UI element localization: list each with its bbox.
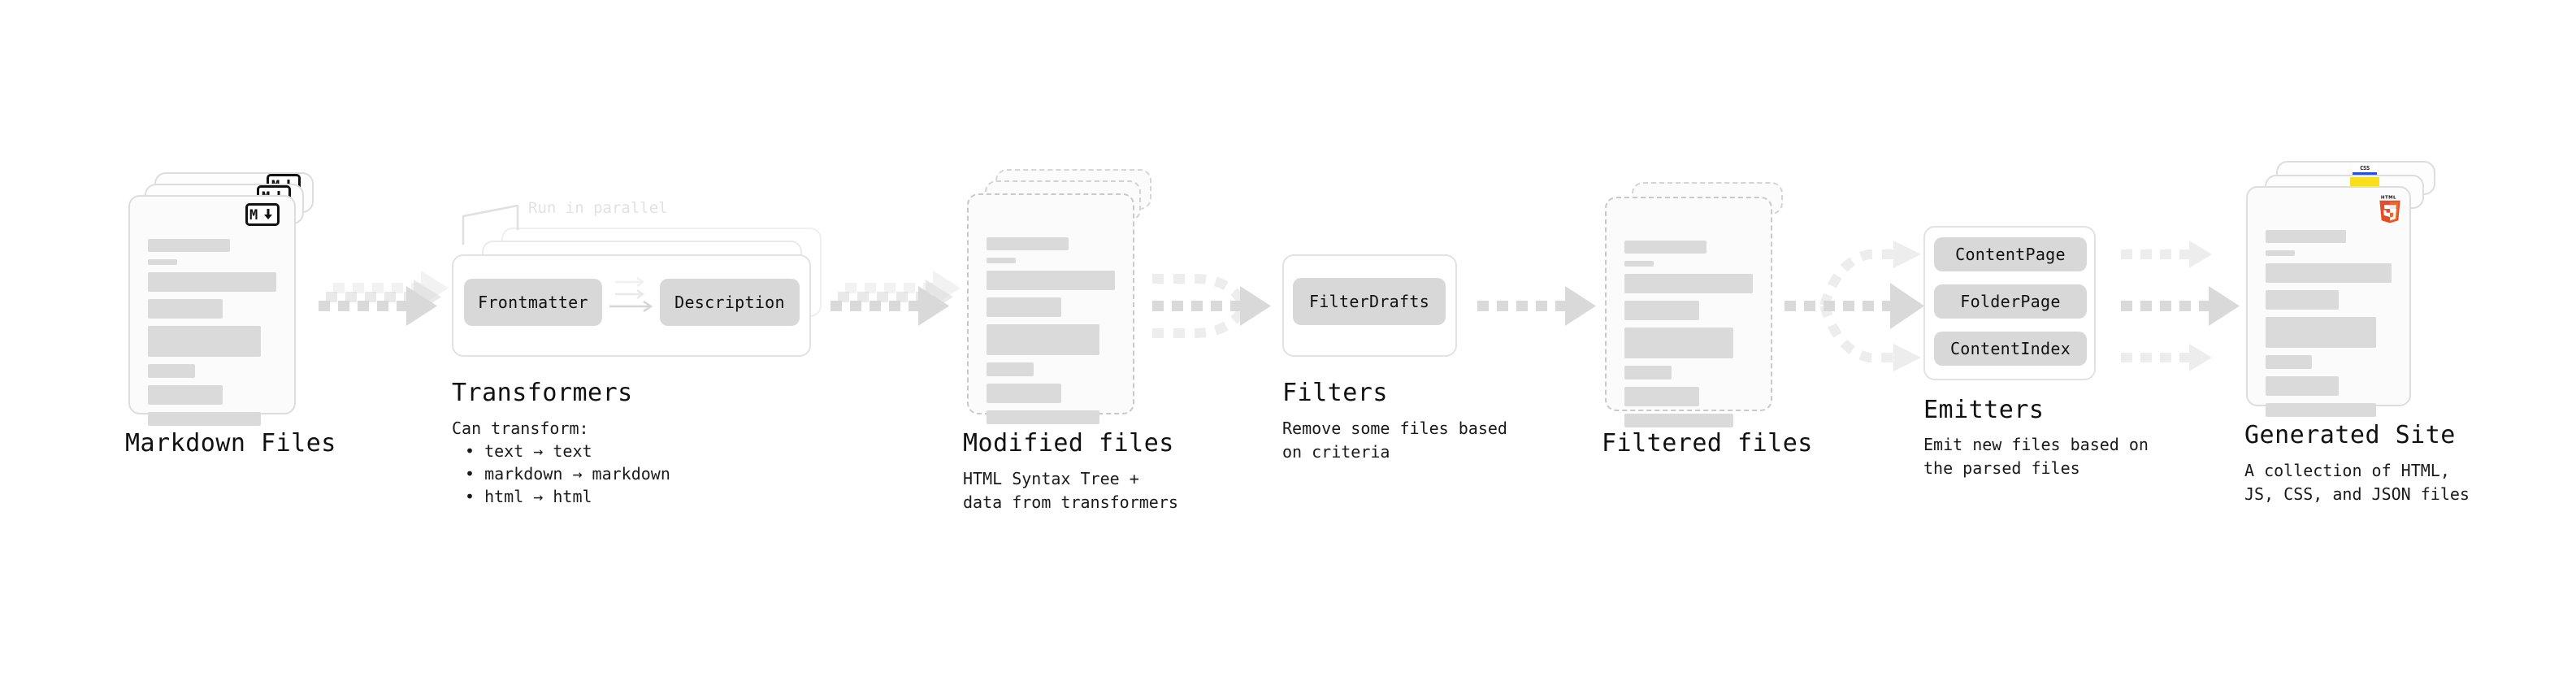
stage-subtitle-modified-files: HTML Syntax Tree + data from transformer… [963, 469, 1178, 512]
transformer-bullet-text: markdown → markdown [484, 464, 670, 484]
html5-icon: HTML [2379, 195, 2400, 223]
arrow-filters-to-filtered [1477, 286, 1596, 326]
content-bar [148, 385, 223, 405]
svg-text:M: M [249, 207, 258, 223]
arrow-emitters-to-site [2121, 241, 2240, 371]
stage-subtitle-filters: Remove some files based on criteria [1282, 419, 1507, 462]
css-badge-label: CSS [2360, 165, 2370, 171]
content-bar [987, 362, 1034, 376]
content-bar [1624, 241, 1707, 254]
content-bar [987, 384, 1061, 403]
content-bar [2266, 317, 2377, 348]
content-bar [148, 272, 276, 292]
transformer-bullet-2: • html → html [465, 487, 592, 506]
content-bar [2266, 290, 2339, 310]
content-bar [987, 237, 1069, 250]
emitter-chip-contentpage[interactable]: ContentPage [1934, 237, 2087, 271]
content-bar [148, 299, 223, 319]
arrow-modified-to-filters [1152, 274, 1271, 338]
transformer-bullet-text: text → text [484, 441, 592, 461]
stage-title-filtered-files: Filtered files [1602, 429, 1813, 458]
arrow-markdown-to-transformers [319, 271, 449, 326]
markdown-badge-front: M [245, 203, 280, 226]
content-bar [987, 324, 1100, 355]
content-bar [987, 258, 1017, 263]
stage-title-modified-files: Modified files [963, 429, 1174, 458]
content-bar [1624, 327, 1734, 358]
content-bar [148, 364, 196, 378]
css-badge: CSS [2353, 163, 2377, 176]
transformer-chip-description[interactable]: Description [660, 279, 800, 326]
content-bar [2266, 355, 2313, 369]
stage-title-emitters: Emitters [1923, 396, 2045, 424]
content-bar [2266, 250, 2295, 256]
stage-subtitle-emitters: Emit new files based on the parsed files [1923, 435, 2149, 478]
content-bar [1624, 366, 1672, 380]
modified-file-content [987, 237, 1115, 432]
content-bar [1624, 274, 1753, 293]
content-bar [987, 410, 1100, 424]
content-bar [987, 297, 1061, 317]
markdown-file-content [148, 239, 276, 433]
content-bar [2266, 263, 2392, 283]
markdown-file-card-front [128, 195, 296, 426]
markdown-icon: M [249, 207, 272, 223]
content-bar [1624, 387, 1699, 406]
emitter-chip-folderpage[interactable]: FolderPage [1934, 284, 2087, 319]
content-bar [2266, 403, 2377, 417]
svg-text:HTML: HTML [2381, 195, 2396, 200]
content-bar [2266, 230, 2347, 243]
content-bar [148, 259, 178, 265]
content-bar [2266, 376, 2339, 396]
arrow-transformers-to-modified [830, 271, 961, 326]
content-bar [148, 412, 262, 426]
arrow-filtered-to-emitters [1785, 241, 1924, 371]
filter-chip-filterdrafts[interactable]: FilterDrafts [1293, 278, 1446, 325]
content-bar [148, 239, 231, 252]
stage-title-filters: Filters [1282, 379, 1388, 407]
content-bar [148, 326, 262, 357]
css-badge-underline [2353, 172, 2377, 176]
stage-title-markdown-files: Markdown Files [125, 429, 336, 458]
generated-file-content [2266, 230, 2392, 424]
filtered-file-card-front [1605, 197, 1772, 427]
run-in-parallel-label: Run in parallel [528, 199, 668, 217]
stage-title-transformers: Transformers [452, 379, 633, 407]
filtered-file-content [1624, 241, 1753, 435]
transformer-bullet-0: • text → text [465, 441, 592, 461]
content-bar [987, 271, 1115, 290]
transformer-chip-frontmatter[interactable]: Frontmatter [464, 279, 602, 326]
emitter-chip-contentindex[interactable]: ContentIndex [1934, 332, 2087, 366]
html5-badge: HTML [2377, 193, 2403, 228]
generated-file-card-front [2246, 186, 2411, 417]
content-bar [1624, 261, 1654, 267]
modified-file-card-front [967, 193, 1134, 424]
transformer-bullet-1: • markdown → markdown [465, 464, 670, 484]
transformer-bullet-text: html → html [484, 487, 592, 506]
stage-subtitle-transformers: Can transform: [452, 419, 589, 438]
content-bar [1624, 414, 1734, 427]
content-bar [1624, 301, 1699, 320]
stage-subtitle-generated-site: A collection of HTML, JS, CSS, and JSON … [2244, 461, 2470, 504]
stage-title-generated-site: Generated Site [2244, 421, 2456, 449]
